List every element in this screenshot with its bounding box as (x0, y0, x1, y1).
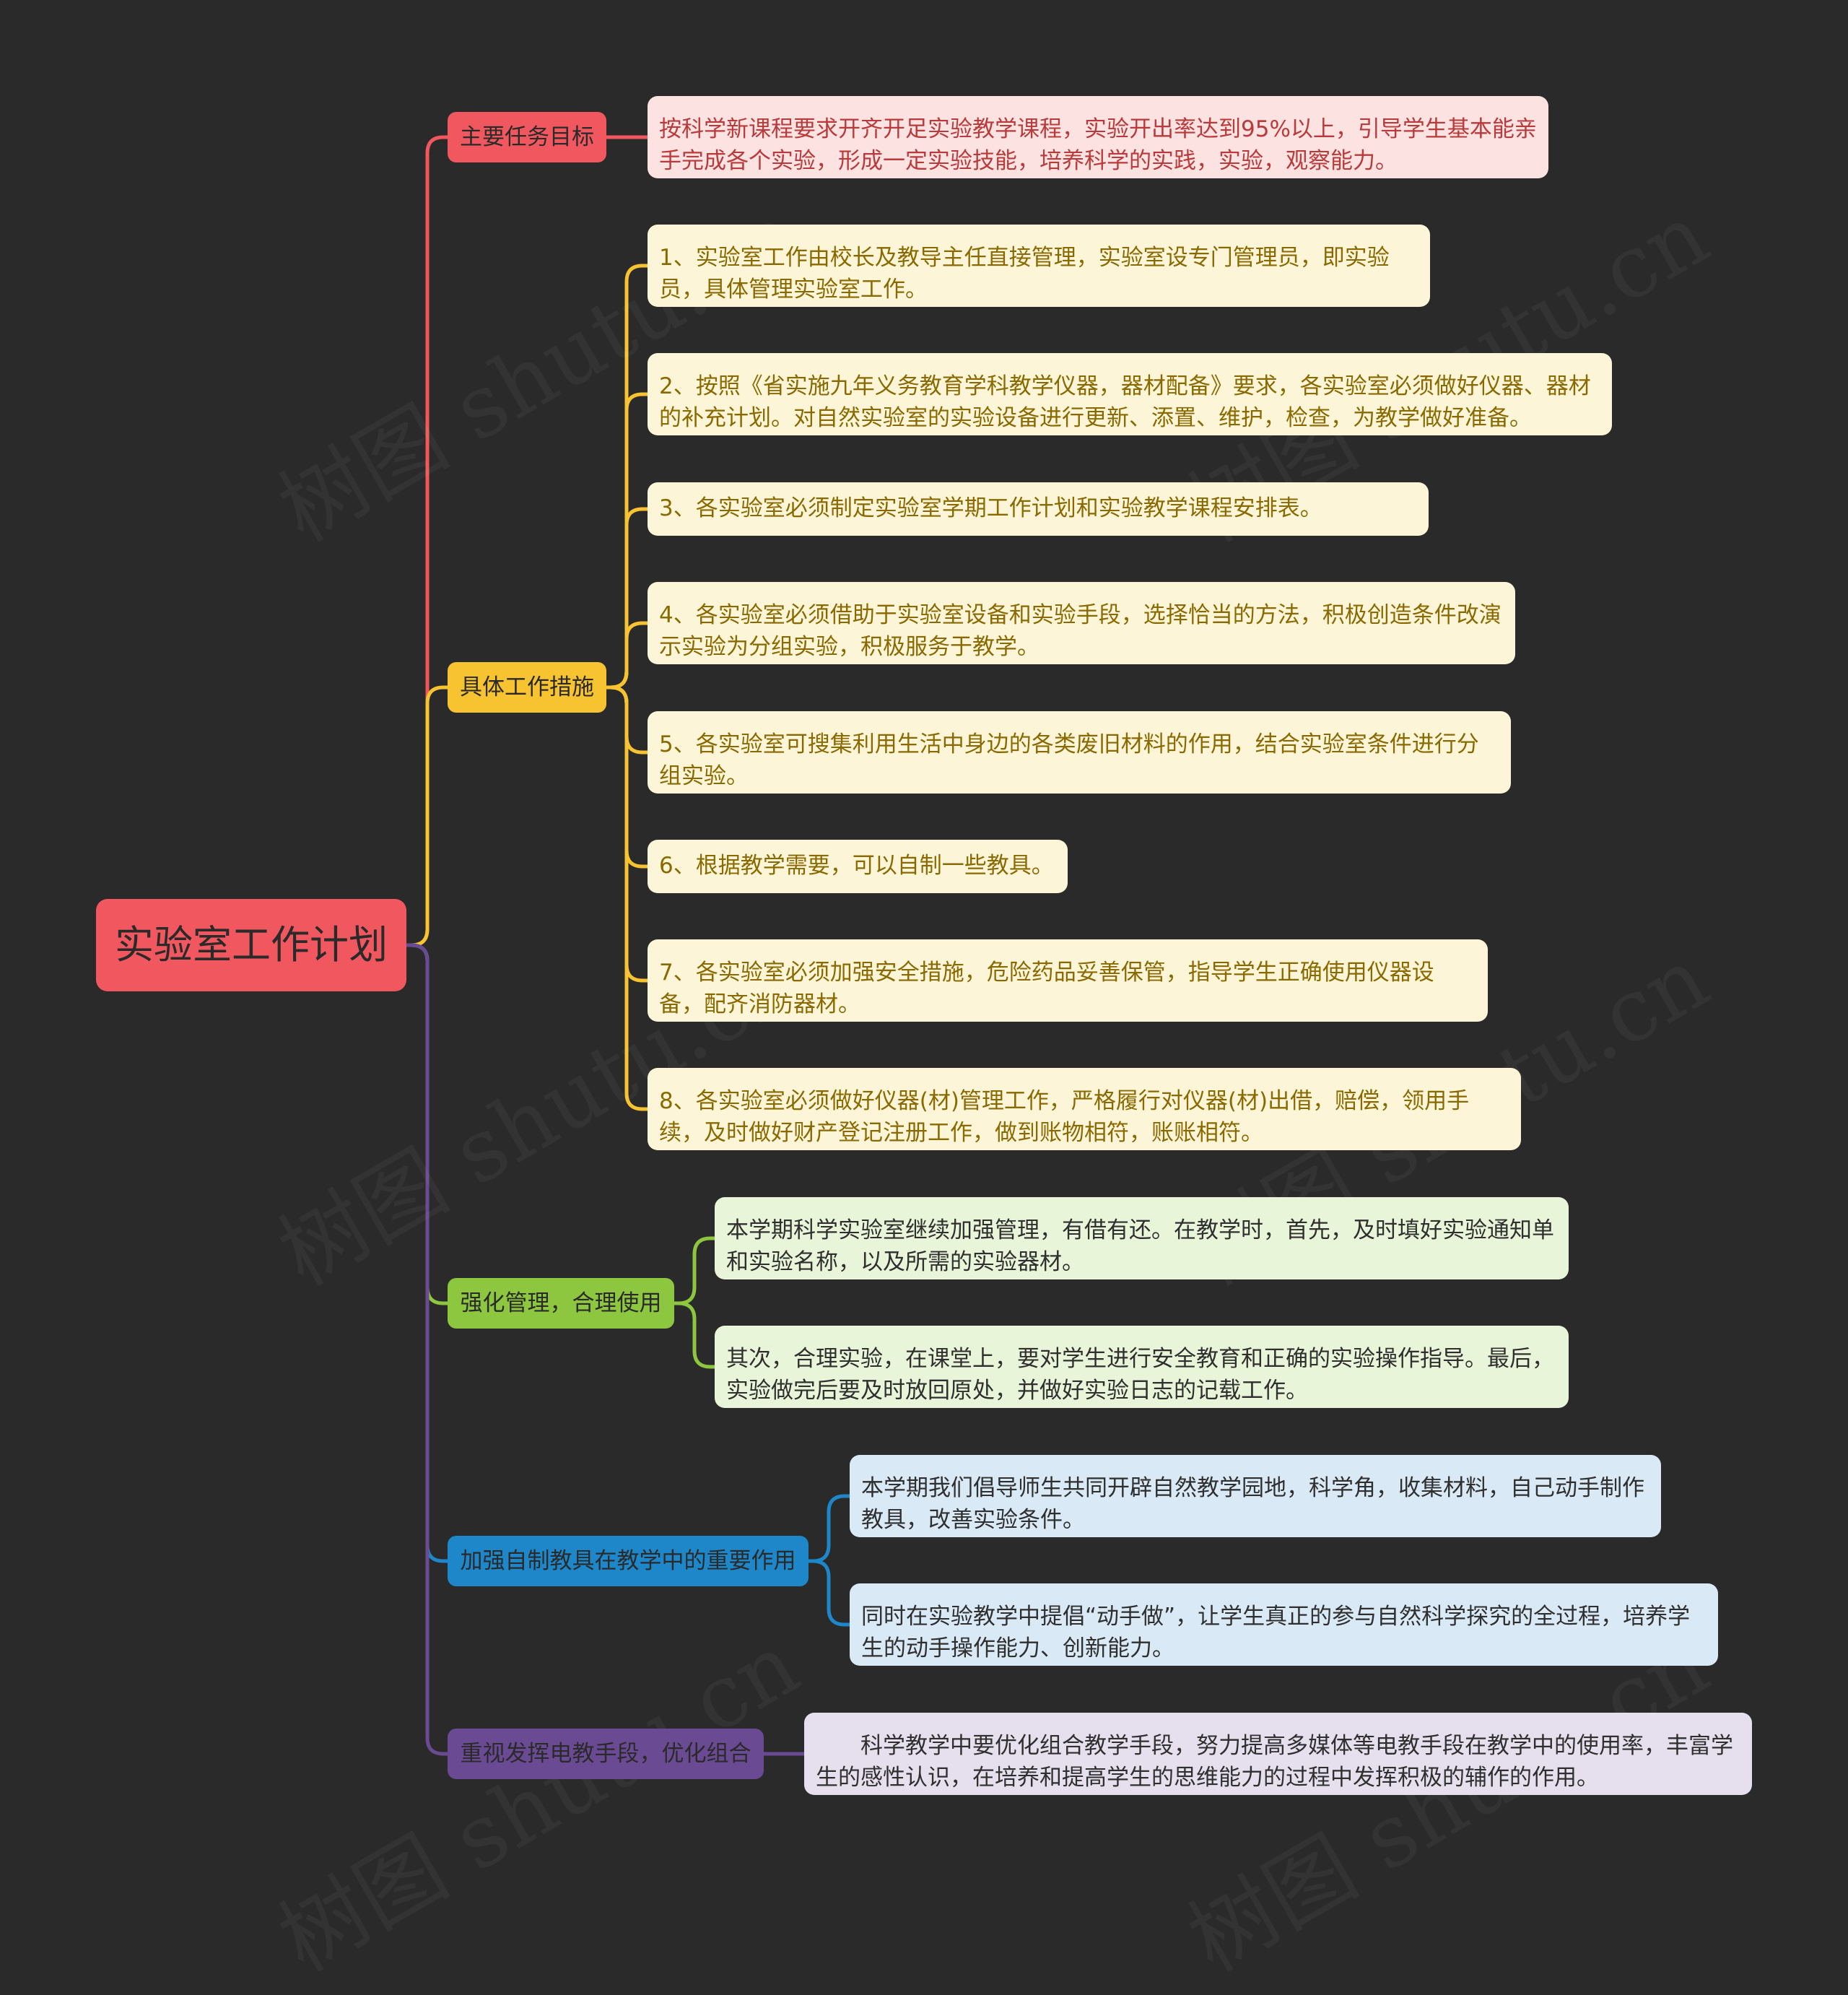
connector-work-measures-leaf-8 (604, 685, 650, 1111)
connector-root-to-work-measures (404, 685, 450, 947)
leaf-work-measures-1[interactable]: 1、实验室工作由校长及教导主任直接管理，实验室设专门管理员，即实验员，具体管理实… (648, 225, 1430, 307)
leaf-main-goals-1[interactable]: 按科学新课程要求开齐开足实验教学课程，实验开出率达到95%以上，引导学生基本能亲… (648, 96, 1548, 178)
branch-main-goals[interactable]: 主要任务目标 (448, 112, 606, 162)
connector-management-leaf-2 (672, 1301, 717, 1369)
connector-management-leaf-1 (672, 1236, 717, 1305)
connector-teaching-aids-leaf-1 (806, 1494, 852, 1563)
branch-management[interactable]: 强化管理，合理使用 (448, 1278, 674, 1329)
leaf-management-2[interactable]: 其次，合理实验，在课堂上，要对学生进行安全教育和正确的实验操作指导。最后，实验做… (715, 1326, 1569, 1408)
mindmap-canvas: 树图 shutu.cn 树图 shutu.cn 树图 shutu.cn 树图 s… (96, 96, 1752, 1795)
branch-electronic-teaching[interactable]: 重视发挥电教手段，优化组合 (448, 1729, 764, 1779)
leaf-work-measures-2[interactable]: 2、按照《省实施九年义务教育学科教学仪器，器材配备》要求，各实验室必须做好仪器、… (648, 353, 1612, 435)
leaf-teaching-aids-2[interactable]: 同时在实验教学中提倡“动手做”，让学生真正的参与自然科学探究的全过程，培养学生的… (850, 1583, 1718, 1666)
leaf-work-measures-4[interactable]: 4、各实验室必须借助于实验室设备和实验手段，选择恰当的方法，积极创造条件改演示实… (648, 582, 1515, 664)
leaf-work-measures-5[interactable]: 5、各实验室可搜集利用生活中身边的各类废旧材料的作用，结合实验室条件进行分组实验… (648, 711, 1511, 794)
connector-root-to-electronic-teaching (404, 943, 450, 1756)
branch-teaching-aids[interactable]: 加强自制教具在教学中的重要作用 (448, 1536, 808, 1586)
connector-teaching-aids-leaf-2 (806, 1559, 852, 1627)
root-node[interactable]: 实验室工作计划 (96, 899, 406, 991)
branch-work-measures[interactable]: 具体工作措施 (448, 662, 606, 713)
connector-work-measures-leaf-4 (604, 621, 650, 690)
connector-lines (404, 135, 852, 1756)
leaf-work-measures-8[interactable]: 8、各实验室必须做好仪器(材)管理工作，严格履行对仪器(材)出借，赔偿，领用手续… (648, 1068, 1521, 1150)
leaf-work-measures-3[interactable]: 3、各实验室必须制定实验室学期工作计划和实验教学课程安排表。 (648, 482, 1429, 536)
leaf-electronic-teaching-1[interactable]: 科学教学中要优化组合教学手段，努力提高多媒体等电教手段在教学中的使用率，丰富学生… (804, 1713, 1752, 1795)
leaf-teaching-aids-1[interactable]: 本学期我们倡导师生共同开辟自然教学园地，科学角，收集材料，自己动手制作教具，改善… (850, 1455, 1661, 1537)
leaf-work-measures-6[interactable]: 6、根据教学需要，可以自制一些教具。 (648, 840, 1068, 893)
leaf-management-1[interactable]: 本学期科学实验室继续加强管理，有借有还。在教学时，首先，及时填好实验通知单和实验… (715, 1197, 1569, 1279)
leaf-work-measures-7[interactable]: 7、各实验室必须加强安全措施，危险药品妥善保管，指导学生正确使用仪器设备，配齐消… (648, 939, 1488, 1022)
